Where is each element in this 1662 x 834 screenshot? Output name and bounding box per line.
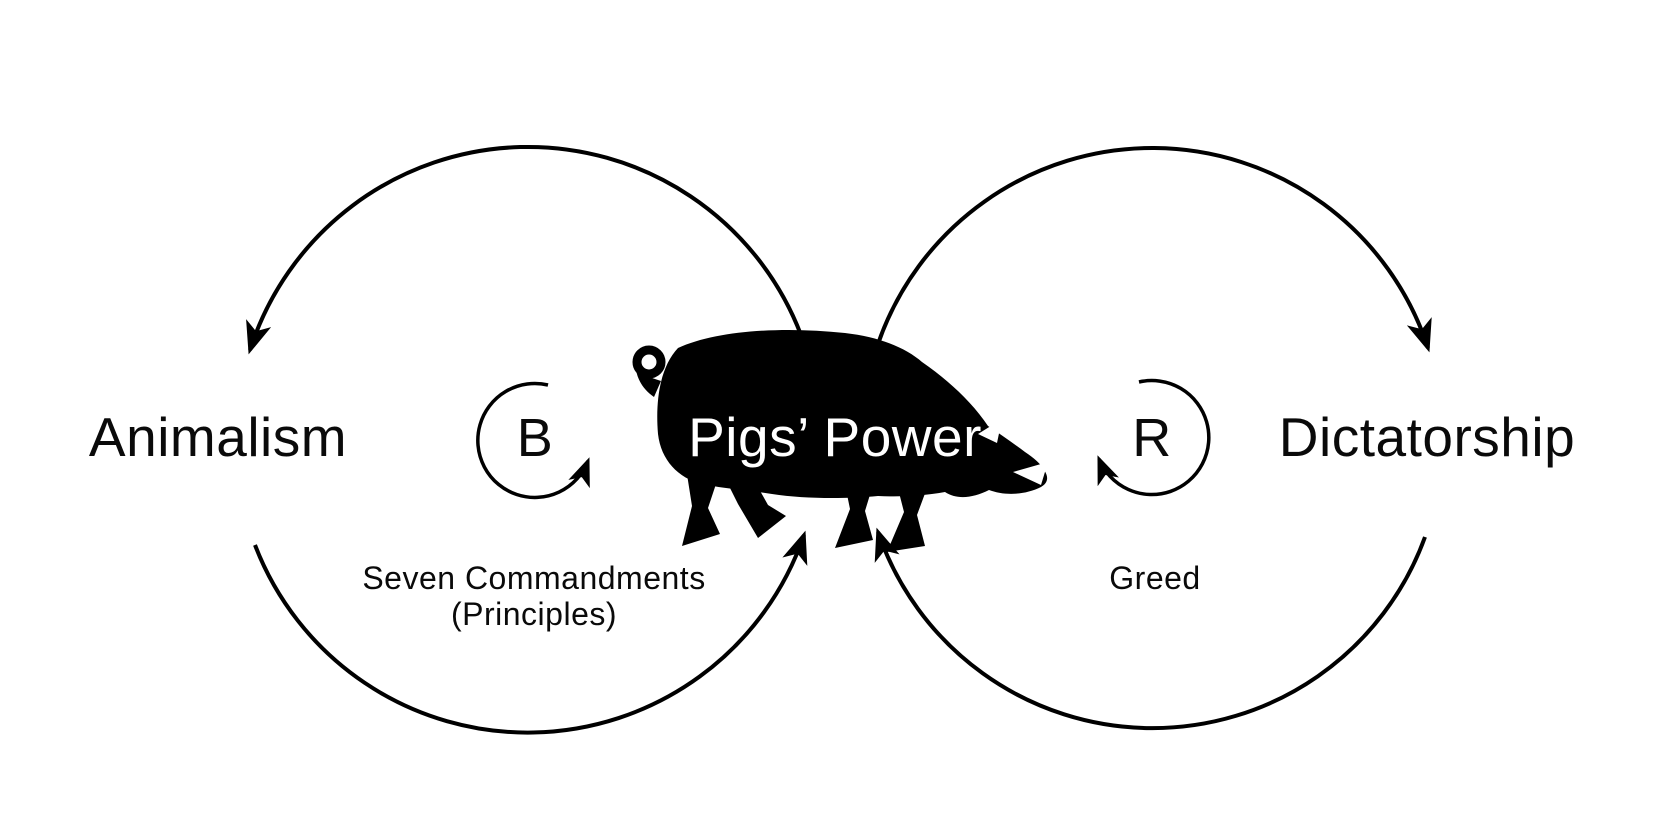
pig-body [657,329,1048,499]
balancing-loop-symbol-arc [476,381,590,500]
pig-icon [632,329,1048,552]
node-dictatorship: Dictatorship [1278,406,1576,468]
balancing-loop [246,144,808,735]
reinforcing-loop-symbol-arc [1097,378,1211,497]
balancing-loop-letter: B [516,408,554,468]
reinforcing-loop [874,146,1432,731]
reinforcing-loop-caption: Greed [1109,560,1201,596]
balancing-loop-caption: Seven Commandments (Principles) [362,560,705,632]
balancing-loop-top-arc [246,144,803,355]
pig-tail-curl [632,345,666,379]
pig-hind-leg-left [682,468,720,546]
pig-hind-leg-right [724,476,786,538]
pig-tail-tip [636,370,661,397]
reinforcing-loop-top-arc [876,146,1432,353]
balancing-loop-bottom-arc [253,530,808,735]
pig-mouth-notch [1013,462,1048,485]
node-animalism: Animalism [88,406,348,468]
pig-ear-notch [978,419,1002,443]
node-pigs-power: Pigs’ Power [688,406,982,468]
reinforcing-loop-bottom-arc [874,527,1427,731]
balancing-loop-caption-line1: Seven Commandments [362,560,706,596]
balancing-loop-caption-line2: (Principles) [450,596,618,632]
reinforcing-loop-letter: R [1132,408,1172,468]
